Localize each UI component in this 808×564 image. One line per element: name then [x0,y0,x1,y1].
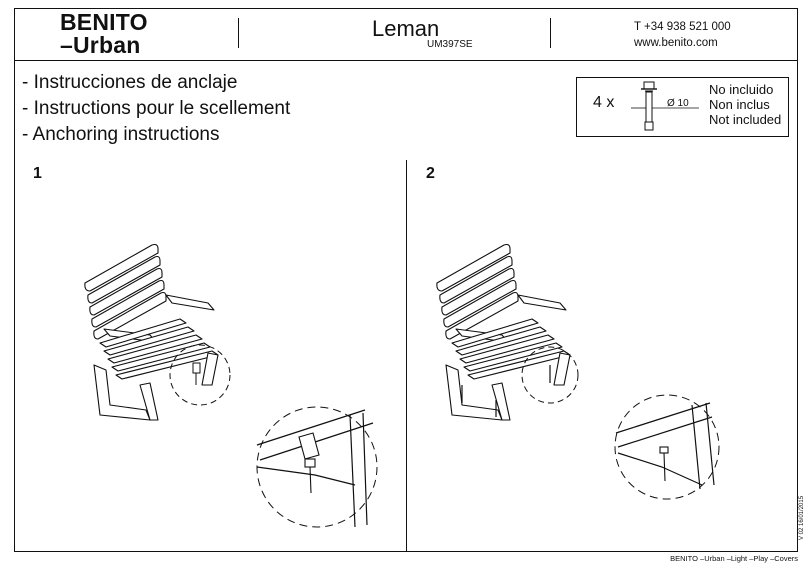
version-label: V 02 16/01/2015 [799,495,805,540]
header-separator-2 [550,18,551,48]
bolt-diameter: Ø 10 [667,98,689,109]
bolt-quantity: 4 x [593,94,615,111]
panel-divider [406,160,407,552]
phone-number: T +34 938 521 000 [634,21,731,33]
not-included-es: No incluido [709,82,774,97]
hardware-note-box: 4 x Ø 10 No incluido Non inclus Not incl… [576,77,789,137]
zoom-detail-step-2 [614,394,720,500]
anchor-bolt-icon [631,81,699,131]
not-included-en: Not included [709,112,782,127]
website: www.benito.com [634,37,718,49]
zoom-detail-step-1 [256,406,378,528]
product-name: Leman [372,16,440,41]
brand-logo: BENITO –Urban [60,11,148,57]
bench-illustration-step-1 [84,243,231,421]
header-divider [14,60,798,61]
title-en: - Anchoring instructions [22,124,220,145]
header-separator-1 [238,18,239,48]
brand-line-2: –Urban [60,32,141,58]
brand-line-1: BENITO [60,9,148,35]
title-fr: - Instructions pour le scellement [22,98,291,119]
title-es: - Instrucciones de anclaje [22,72,238,93]
not-included-fr: Non inclus [709,97,770,112]
footer-brands: BENITO –Urban –Light –Play –Covers [670,554,798,563]
bench-illustration-step-2 [436,243,579,421]
step-number-1: 1 [33,165,42,182]
contact-info: T +34 938 521 000 www.benito.com [634,19,731,51]
instruction-titles: - Instrucciones de anclaje - Instruction… [22,70,290,148]
not-included-text: No incluido Non inclus Not included [709,82,781,127]
model-code: UM397SE [427,39,473,50]
step-number-2: 2 [426,165,435,182]
